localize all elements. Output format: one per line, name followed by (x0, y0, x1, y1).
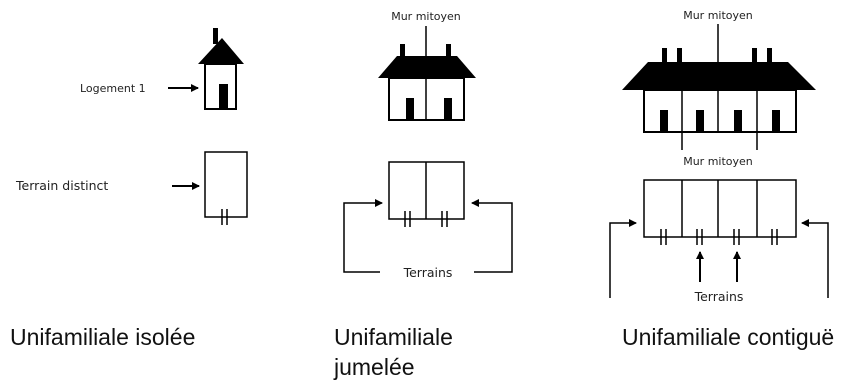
mur-mitoyen-label-jumelee: Mur mitoyen (391, 10, 461, 23)
caption-jumelee-line2: jumelée (334, 354, 415, 380)
terrains-arrow-right-contigue (801, 219, 829, 298)
logement-label: Logement 1 (80, 82, 146, 95)
caption-isolee: Unifamiliale isolée (10, 324, 196, 350)
isolee-house (198, 28, 244, 110)
terrains-arrow-left-contigue (609, 219, 637, 298)
contigue-house (622, 24, 816, 150)
isolee-lot (204, 151, 248, 225)
jumelee-lots (388, 161, 465, 227)
caption-contigue: Unifamiliale contiguë (622, 324, 835, 350)
mur-mitoyen-label-bottom: Mur mitoyen (683, 155, 753, 168)
terrain-distinct-label: Terrain distinct (15, 178, 108, 193)
contigue-lots (643, 179, 797, 245)
terrains-label-jumelee: Terrains (403, 265, 453, 280)
terrains-arrow-left-jumelee (343, 199, 383, 273)
caption-jumelee-line1: Unifamiliale (334, 324, 453, 350)
mur-mitoyen-label-top: Mur mitoyen (683, 9, 753, 22)
terrains-label-contigue: Terrains (694, 289, 744, 304)
terrains-arrow-right-jumelee (471, 199, 513, 273)
jumelee-house (378, 26, 476, 121)
